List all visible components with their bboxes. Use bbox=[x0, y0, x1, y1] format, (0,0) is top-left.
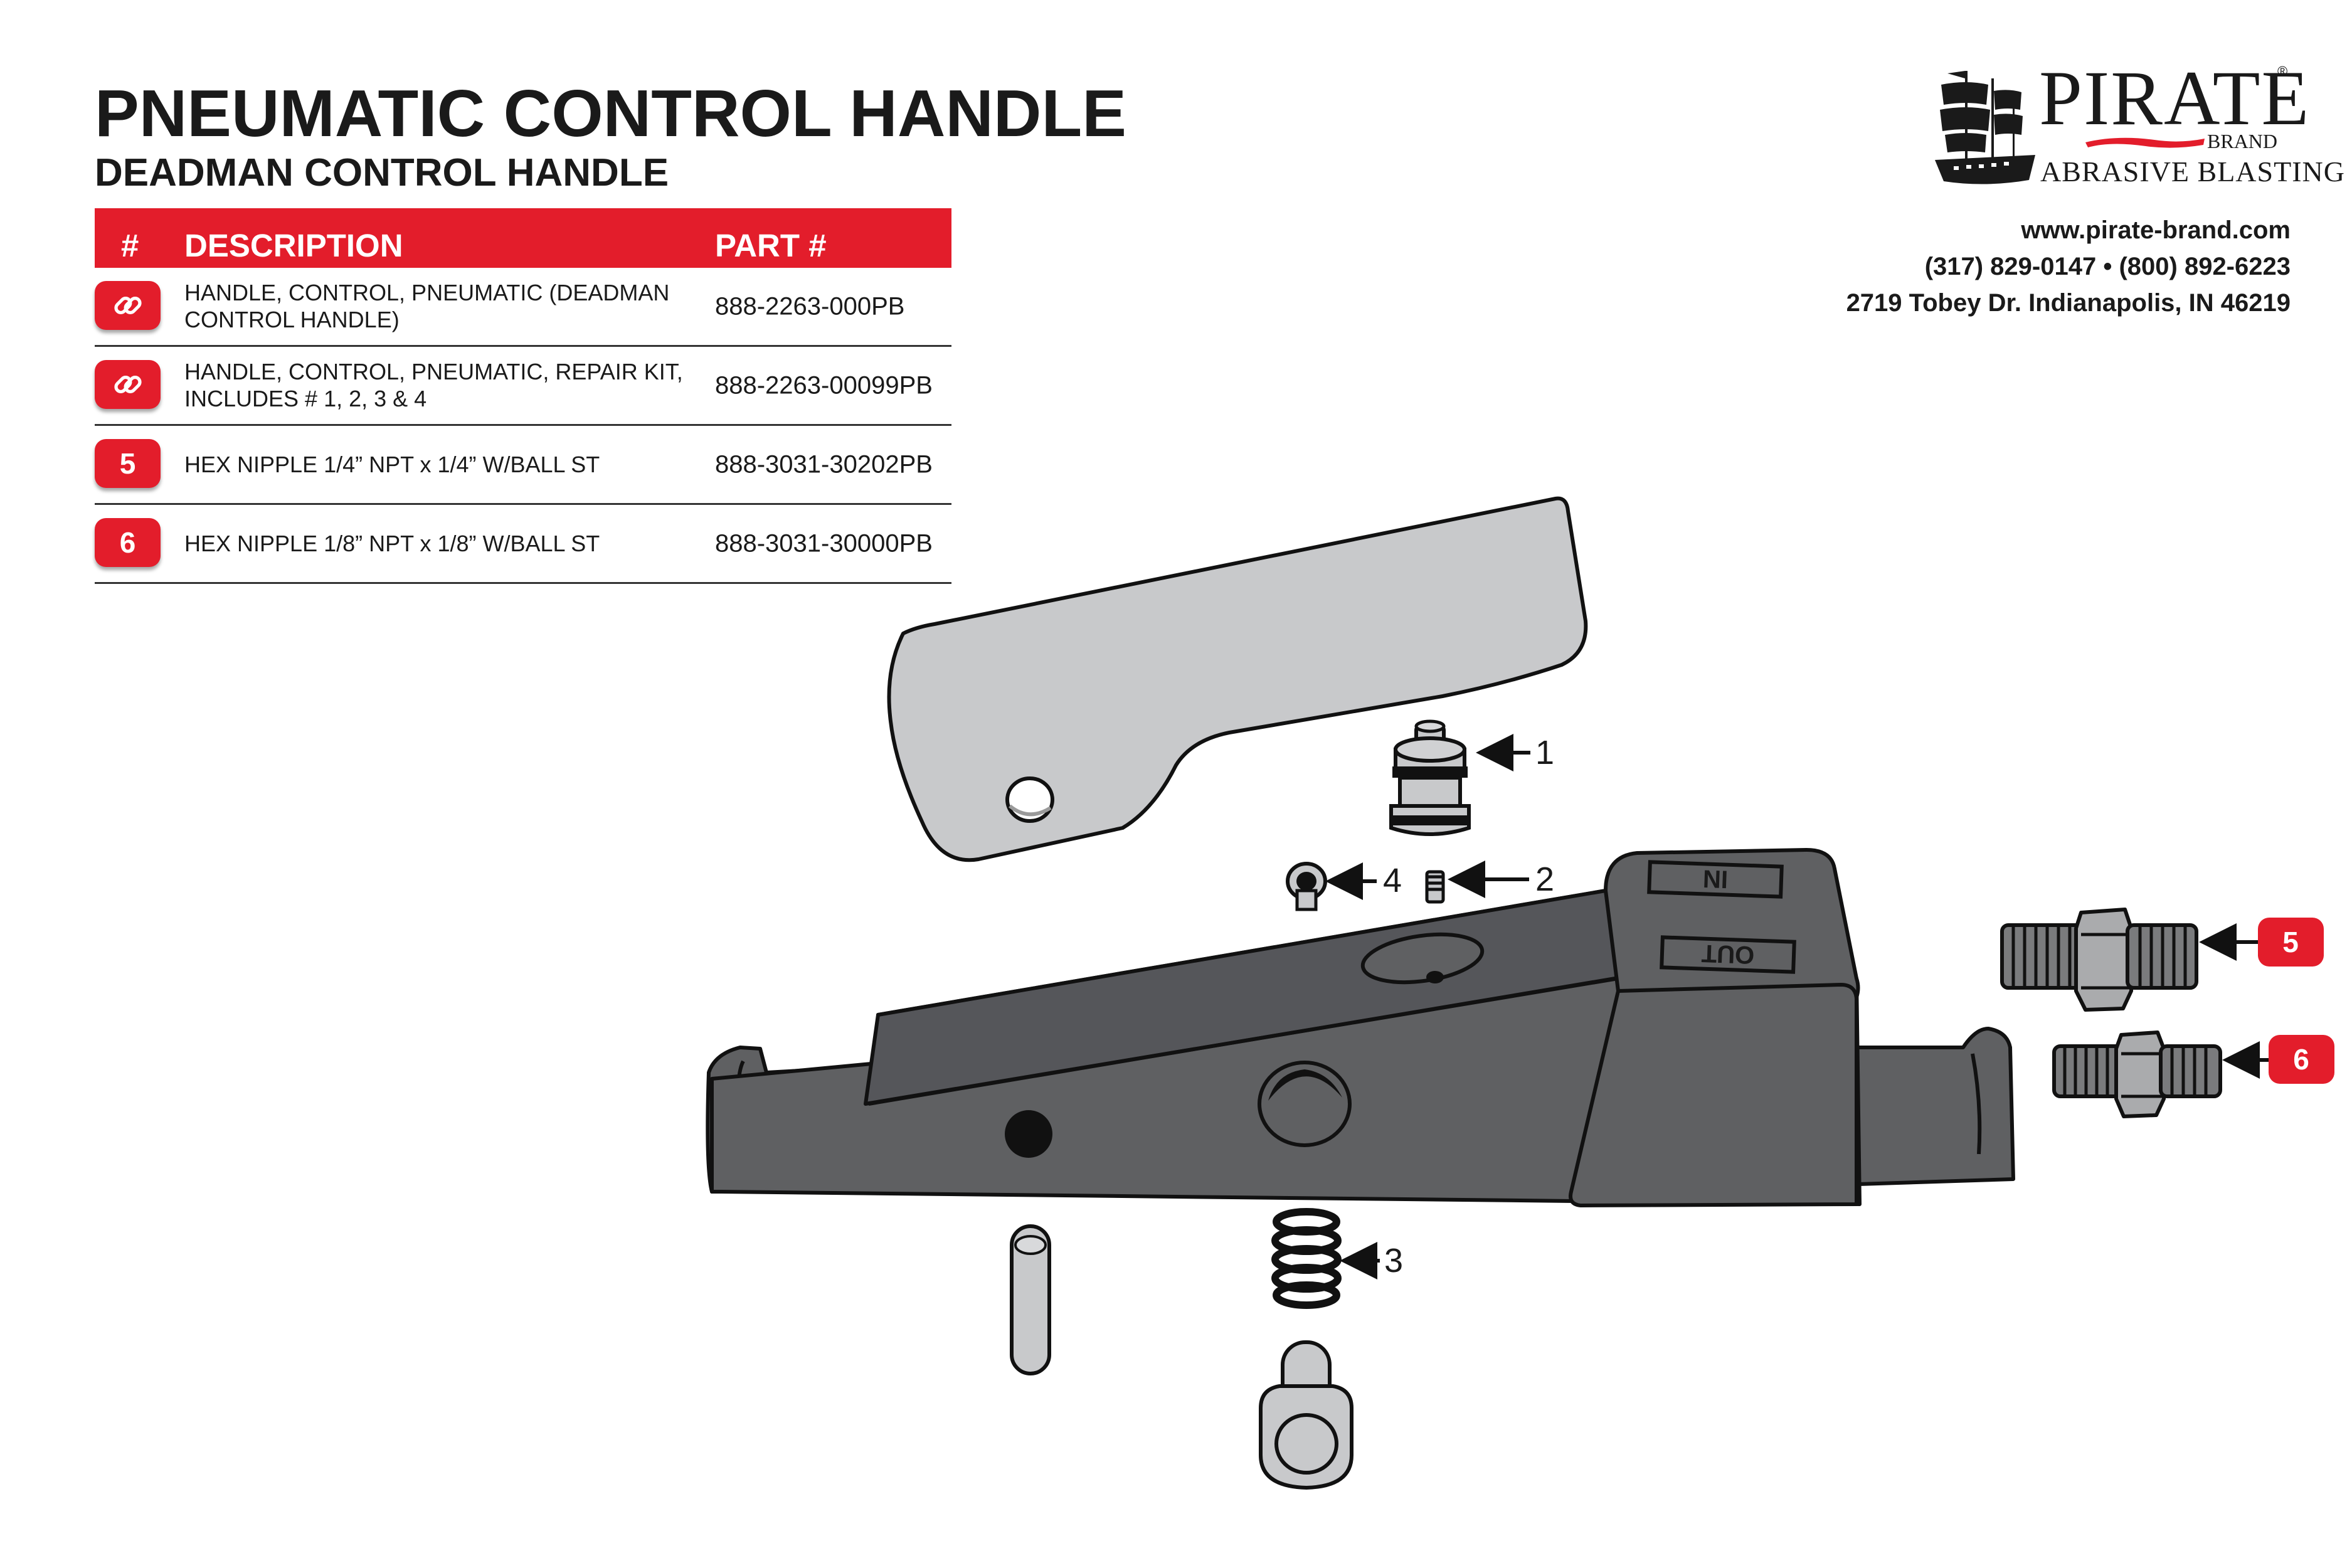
row-badge[interactable]: 5 bbox=[95, 439, 161, 488]
address: 2719 Tobey Dr. Indianapolis, IN 46219 bbox=[1846, 289, 2291, 317]
table-row: 5 HEX NIPPLE 1/4” NPT x 1/4” W/BALL ST 8… bbox=[95, 426, 951, 505]
lever-handle bbox=[887, 496, 1588, 862]
part-6-hex-nipple bbox=[2052, 1030, 2222, 1118]
column-header-description: DESCRIPTION bbox=[184, 228, 403, 263]
ship-icon bbox=[1935, 71, 2035, 184]
row-description: HEX NIPPLE 1/4” NPT x 1/4” W/BALL ST bbox=[184, 451, 600, 477]
control-handle-body: IN OUT bbox=[706, 848, 2015, 1207]
website-link[interactable]: www.pirate-brand.com bbox=[2021, 216, 2291, 244]
logo-swoosh bbox=[2085, 137, 2205, 148]
row-badge[interactable] bbox=[95, 360, 161, 409]
part-5-hex-nipple bbox=[2000, 908, 2198, 1012]
label-part-3: 3 bbox=[1384, 1242, 1403, 1279]
table-row: 6 HEX NIPPLE 1/8” NPT x 1/8” W/BALL ST 8… bbox=[95, 505, 951, 584]
label-part-4: 4 bbox=[1383, 862, 1402, 899]
page-title: PNEUMATIC CONTROL HANDLE bbox=[95, 77, 1126, 151]
phone-numbers: (317) 829-0147 • (800) 892-6223 bbox=[1924, 253, 2291, 280]
part-4-fitting bbox=[1286, 862, 1327, 911]
contact-block: www.pirate-brand.com (317) 829-0147 • (8… bbox=[1846, 212, 2291, 321]
pirate-brand-logo[interactable]: PIRATE ® BRAND ABRASIVE BLASTING bbox=[1929, 60, 2344, 191]
logo-brand-text: BRAND bbox=[2207, 130, 2278, 152]
parts-table: # DESCRIPTION PART # HANDLE, CONTROL, PN… bbox=[95, 208, 951, 584]
row-description: HANDLE, CONTROL, PNEUMATIC, REPAIR KIT, … bbox=[184, 358, 683, 412]
row-part-number: 888-2263-00099PB bbox=[715, 371, 933, 399]
callout-6-label: 6 bbox=[2293, 1043, 2309, 1076]
column-header-number: # bbox=[121, 228, 139, 263]
row-description: HANDLE, CONTROL, PNEUMATIC (DEADMAN CONT… bbox=[184, 279, 670, 333]
registered-mark: ® bbox=[2277, 63, 2288, 79]
logo-wordmark: PIRATE bbox=[2039, 55, 2311, 141]
callout-5-label: 5 bbox=[2282, 926, 2299, 958]
plunger-cap bbox=[1259, 1340, 1353, 1490]
row-part-number: 888-2263-000PB bbox=[715, 292, 905, 320]
part-1-valve-plunger bbox=[1389, 719, 1471, 836]
label-part-1: 1 bbox=[1535, 734, 1554, 771]
callout-5[interactable]: 5 bbox=[2258, 918, 2324, 967]
out-port-mark: OUT bbox=[1701, 940, 1755, 969]
page-subtitle: DEADMAN CONTROL HANDLE bbox=[95, 151, 669, 194]
column-header-part: PART # bbox=[715, 228, 827, 263]
row-part-number: 888-3031-30202PB bbox=[715, 450, 933, 478]
row-badge[interactable] bbox=[95, 281, 161, 330]
callout-6[interactable]: 6 bbox=[2269, 1035, 2334, 1084]
logo-subtitle: ABRASIVE BLASTING bbox=[2040, 156, 2345, 188]
row-part-number: 888-3031-30000PB bbox=[715, 529, 933, 557]
table-header: # DESCRIPTION PART # bbox=[95, 208, 951, 268]
in-port-mark: IN bbox=[1702, 864, 1729, 893]
table-row: HANDLE, CONTROL, PNEUMATIC (DEADMAN CONT… bbox=[95, 268, 951, 347]
link-icon bbox=[114, 375, 142, 394]
part-3-spring bbox=[1271, 1208, 1342, 1309]
row-description: HEX NIPPLE 1/8” NPT x 1/8” W/BALL ST bbox=[184, 530, 600, 556]
table-row: HANDLE, CONTROL, PNEUMATIC, REPAIR KIT, … bbox=[95, 347, 951, 426]
part-2-set-screw bbox=[1425, 870, 1445, 904]
link-icon bbox=[114, 296, 142, 315]
row-badge[interactable]: 6 bbox=[95, 518, 161, 567]
pivot-pin bbox=[1010, 1224, 1051, 1375]
label-part-2: 2 bbox=[1535, 861, 1554, 898]
